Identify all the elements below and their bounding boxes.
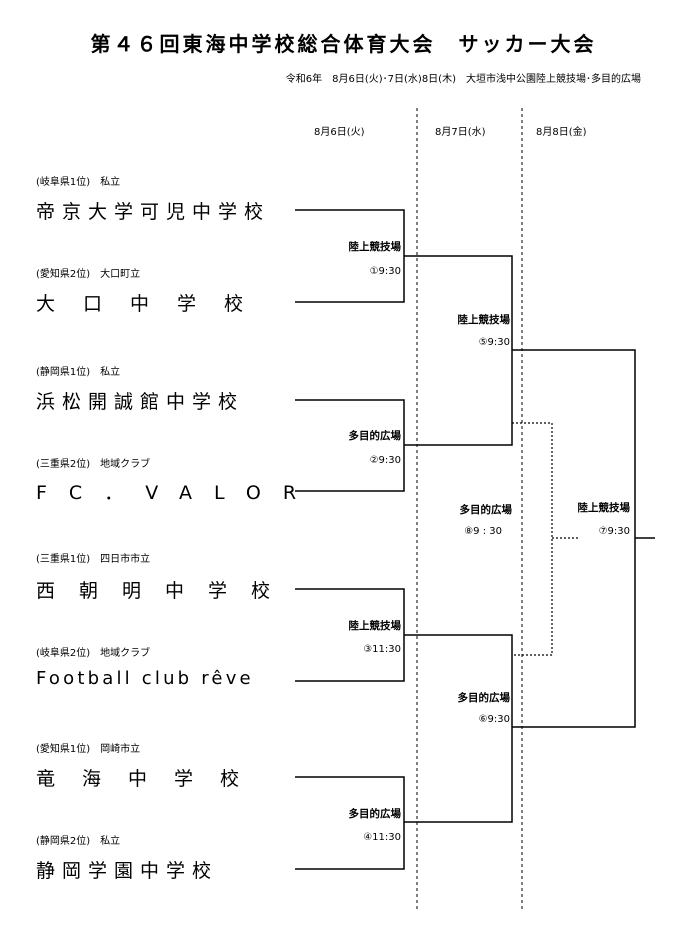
final-lines	[512, 349, 655, 728]
match-5-time: ⑤9:30	[478, 337, 510, 348]
match-8-time: ⑧9 : 30	[464, 526, 502, 537]
round1-lines	[295, 209, 405, 870]
match-4-venue: 多目的広場	[348, 808, 402, 820]
team-7-name: 竜海中学校	[36, 768, 267, 790]
day-label-aug8: 8月8日(金)	[536, 127, 587, 138]
match-4-time: ④11:30	[363, 832, 401, 843]
team-2-name: 大口中学校	[36, 293, 272, 315]
match-8-venue: 多目的広場	[459, 504, 513, 516]
day-separators	[416, 108, 523, 910]
match-6-bracket	[404, 634, 513, 823]
event-date-venue: 令和6年 8月6日(火)･7日(水)8日(木) 大垣市浅中公園陸上競技場･多目的…	[285, 74, 641, 85]
team-1-seed: (岐阜県1位) 私立	[36, 177, 121, 188]
match-7-time: ⑦9:30	[598, 526, 630, 537]
match-3-venue: 陸上競技場	[348, 620, 402, 632]
team-5-name: 西朝明中学校	[36, 580, 295, 602]
match-1-venue: 陸上競技場	[348, 241, 402, 253]
match-2-venue: 多目的広場	[348, 430, 402, 442]
page-title: 第４６回東海中学校総合体育大会 サッカー大会	[90, 32, 597, 56]
third-place-lines	[512, 422, 580, 656]
match-3-time: ③11:30	[363, 644, 401, 655]
team-7-seed: (愛知県1位) 岡崎市立	[36, 744, 141, 755]
team-3-seed: (静岡県1位) 私立	[36, 367, 121, 378]
match-3-bracket	[295, 588, 405, 682]
day-label-aug7: 8月7日(水)	[435, 127, 486, 138]
match-1-bracket	[295, 209, 405, 303]
match-5-bracket	[404, 255, 513, 446]
team-8-name: 静岡学園中学校	[36, 860, 219, 882]
match-6-venue: 多目的広場	[457, 692, 511, 704]
day-label-aug6: 8月6日(火)	[314, 127, 365, 138]
match-7-venue: 陸上競技場	[577, 502, 631, 514]
team-3-name: 浜松開誠館中学校	[36, 391, 245, 413]
team-1-name: 帝京大学可児中学校	[36, 201, 271, 223]
match-6-time: ⑥9:30	[478, 714, 510, 725]
team-4-name: FC．VALOR	[36, 482, 319, 504]
team-5-seed: (三重県1位) 四日市市立	[36, 554, 151, 565]
match-2-time: ②9:30	[369, 455, 401, 466]
match-1-time: ①9:30	[369, 266, 401, 277]
match-4-bracket	[295, 776, 405, 870]
team-8-seed: (静岡県2位) 私立	[36, 836, 121, 847]
team-4-seed: (三重県2位) 地域クラブ	[36, 459, 151, 470]
team-6-seed: (岐阜県2位) 地域クラブ	[36, 648, 151, 659]
team-6-name: Football club rêve	[36, 668, 254, 689]
match-5-venue: 陸上競技場	[457, 314, 511, 326]
match-8-bracket	[512, 422, 553, 656]
team-2-seed: (愛知県2位) 大口町立	[36, 269, 141, 280]
